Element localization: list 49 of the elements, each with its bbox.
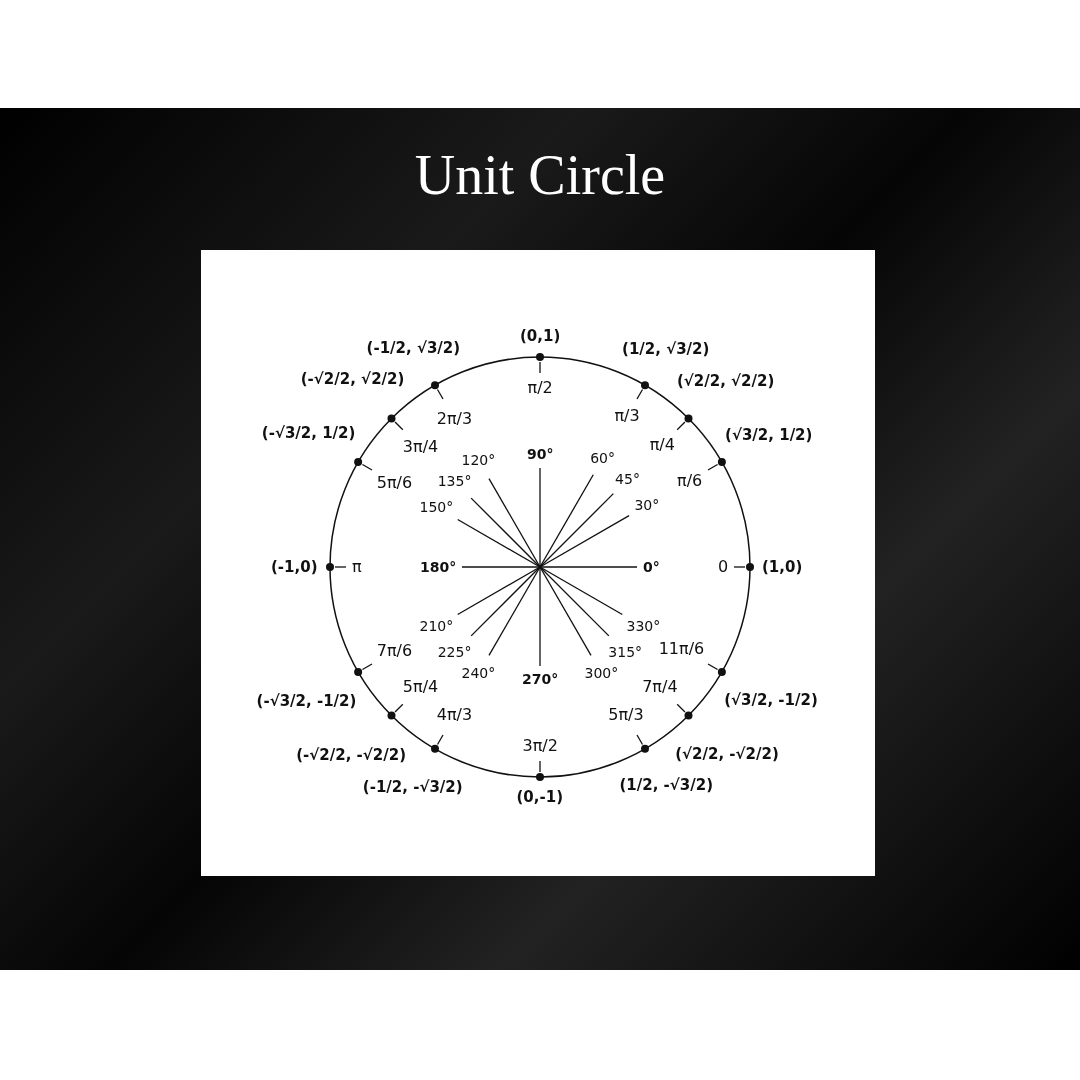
radian-label: π/6 xyxy=(677,471,703,490)
degree-label: 225° xyxy=(437,644,472,661)
radian-label: 5π/6 xyxy=(376,473,413,492)
degree-label: 240° xyxy=(461,666,496,682)
coordinate-label: (√3/2, -1/2) xyxy=(724,691,818,709)
radian-label: π/3 xyxy=(614,407,640,425)
degree-label: 150° xyxy=(419,499,454,516)
radian-label: 5π/4 xyxy=(402,677,439,696)
coordinate-label: (-√2/2, -√2/2) xyxy=(296,747,407,764)
radian-label: 7π/4 xyxy=(642,677,678,696)
coordinate-label: (-1,0) xyxy=(271,558,318,575)
radian-label: 0 xyxy=(718,558,729,576)
degree-label: 300° xyxy=(584,666,619,682)
radian-label: π xyxy=(352,558,362,576)
coordinate-label: (1/2, -√3/2) xyxy=(619,777,713,794)
radian-label: π/4 xyxy=(649,435,675,454)
coordinate-label: (1,0) xyxy=(762,558,803,575)
degree-label: 330° xyxy=(626,619,661,635)
radian-label: π/2 xyxy=(527,379,553,397)
degree-label: 90° xyxy=(527,447,554,463)
coordinate-label: (-1/2, -√3/2) xyxy=(362,778,463,796)
title: Unit Circle xyxy=(413,143,667,208)
radian-label: 7π/6 xyxy=(376,642,413,660)
radian-label: 5π/3 xyxy=(608,706,644,725)
coordinate-label: (√3/2, 1/2) xyxy=(725,426,813,444)
degree-label: 60° xyxy=(590,451,615,467)
degree-label: 315° xyxy=(608,644,643,661)
coordinate-label: (-√2/2, √2/2) xyxy=(300,371,405,388)
radian-label: 4π/3 xyxy=(436,706,473,725)
degree-label: 0° xyxy=(643,559,660,575)
radian-label: 3π/4 xyxy=(402,438,439,456)
coordinate-label: (1/2, √3/2) xyxy=(622,341,710,358)
radian-label: 2π/3 xyxy=(436,409,473,428)
radian-label: 11π/6 xyxy=(658,639,705,658)
degree-label: 30° xyxy=(634,497,660,514)
coordinate-label: (-√3/2, 1/2) xyxy=(261,425,356,442)
degree-label: 180° xyxy=(420,559,457,575)
radian-label: 3π/2 xyxy=(522,737,558,755)
coordinate-label: (-√3/2, -1/2) xyxy=(256,693,357,710)
coordinate-label: (0,-1) xyxy=(516,789,563,806)
coordinate-label: (-1/2, √3/2) xyxy=(366,339,461,356)
coordinate-label: (√2/2, √2/2) xyxy=(676,373,775,390)
degree-label: 120° xyxy=(461,452,496,469)
degree-label: 135° xyxy=(437,474,472,490)
degree-label: 45° xyxy=(615,471,640,488)
coordinate-label: (√2/2, -√2/2) xyxy=(675,745,779,763)
coordinate-label: (0,1) xyxy=(520,328,561,345)
degree-label: 210° xyxy=(419,619,454,635)
degree-label: 270° xyxy=(522,672,559,688)
